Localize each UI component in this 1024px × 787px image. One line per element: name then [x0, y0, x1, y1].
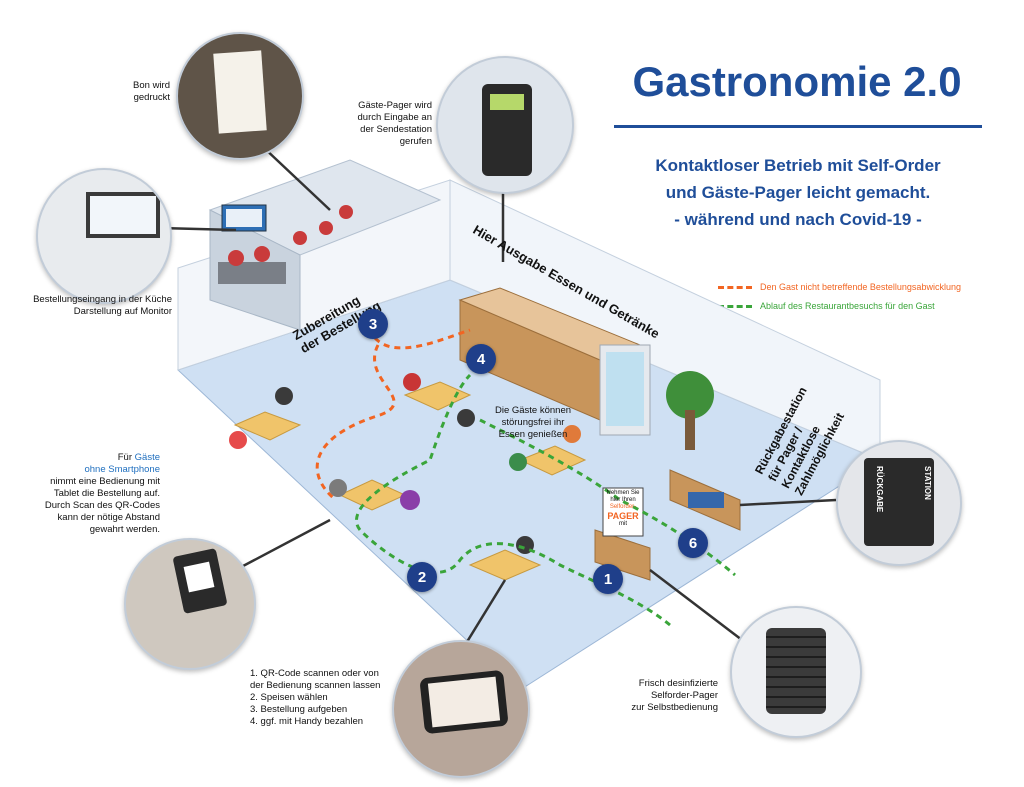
note-bon: Bon wird gedruckt — [133, 80, 170, 103]
kitchen-stove — [218, 262, 286, 284]
table-group-4 — [329, 479, 420, 511]
qr-code-icon — [183, 561, 215, 593]
step-marker-1: 1 — [593, 564, 623, 594]
orange-dash-swatch — [718, 285, 752, 289]
return-station-right-text: STATION — [923, 466, 932, 500]
pager-sign: Nehmen Sie hier Ihren Selforder- PAGER m… — [606, 490, 640, 527]
receipt-printer-photo — [176, 32, 304, 160]
note-kitchen: Bestellungseingang in der Küche Darstell… — [33, 294, 172, 317]
subtitle-line-3: - während und nach Covid-19 - — [674, 210, 922, 229]
step-marker-4: 4 — [466, 344, 496, 374]
note-fresh-pagers: Frisch desinfizierte Selforder-Pager zur… — [631, 678, 718, 713]
kitchen-monitor-photo — [36, 168, 172, 304]
plant — [666, 371, 714, 419]
phone-order-photo — [392, 640, 530, 778]
step-marker-6: 6 — [678, 528, 708, 558]
return-station-left-text: RÜCKGABE — [875, 466, 884, 513]
note-guests-without-smartphone: Für Gäste ohne Smartphone nimmt eine Bed… — [44, 452, 160, 535]
return-station-photo: RÜCKGABE STATION — [836, 440, 962, 566]
pager-table — [594, 529, 651, 581]
legend: Den Gast nicht betreffende Bestellungsab… — [718, 282, 961, 320]
note-pager-call: Gäste-Pager wird durch Eingabe an der Se… — [357, 100, 432, 147]
tablet-qr-photo — [124, 538, 256, 670]
legend-orange-label: Den Gast nicht betreffende Bestellungsab… — [760, 282, 961, 292]
legend-green: Ablauf des Restaurantbesuchs für den Gas… — [718, 301, 961, 311]
connector-phone — [460, 579, 507, 651]
connector-bon — [261, 145, 331, 211]
pager-station-photo — [436, 56, 574, 194]
pager-stack-photo — [730, 606, 862, 738]
note-enjoy: Die Gäste können störungsfrei ihr Essen … — [494, 405, 572, 440]
pager-stack-icon — [766, 628, 826, 714]
step-marker-3: 3 — [358, 309, 388, 339]
subtitle-line-1: Kontaktloser Betrieb mit Self-Order — [655, 156, 941, 175]
connector-tablet — [227, 518, 331, 576]
table-group-1 — [229, 387, 302, 449]
orange-path — [315, 328, 471, 502]
green-dash-swatch — [718, 304, 752, 308]
table-group-2 — [403, 373, 475, 427]
connector-return-station — [739, 498, 837, 507]
legend-orange: Den Gast nicht betreffende Bestellungsab… — [718, 282, 961, 292]
page-title: Gastronomie 2.0 — [632, 58, 962, 105]
pager-sign-board — [602, 487, 644, 537]
connector-kitchen — [159, 226, 237, 232]
title-divider — [614, 125, 982, 128]
connector-pager-stack — [649, 569, 743, 641]
subtitle: Kontaktloser Betrieb mit Self-Order und … — [618, 152, 978, 233]
return-station-icon — [864, 458, 934, 546]
subtitle-line-2: und Gäste-Pager leicht gemacht. — [665, 183, 931, 202]
step-marker-2: 2 — [407, 562, 437, 592]
legend-green-label: Ablauf des Restaurantbesuchs für den Gas… — [760, 301, 935, 311]
receipt-icon — [213, 50, 267, 134]
table-group-3 — [509, 425, 587, 476]
note-steps: 1. QR-Code scannen oder von der Bedienun… — [250, 668, 381, 727]
